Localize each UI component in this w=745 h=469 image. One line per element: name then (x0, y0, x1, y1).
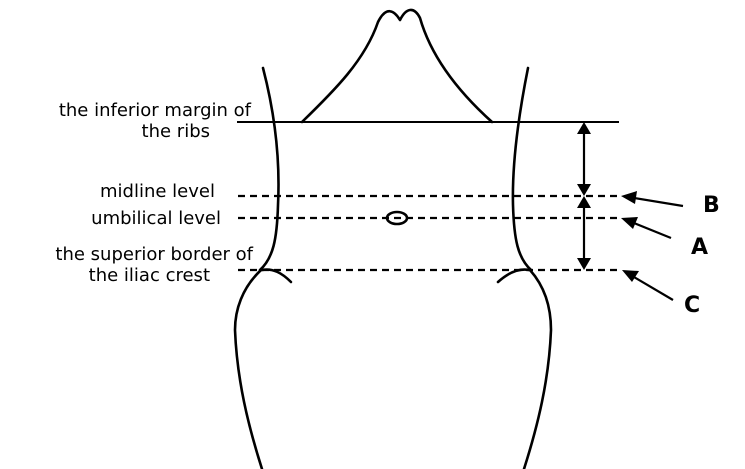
rib-margin-label-line2: the ribs (142, 121, 210, 142)
marker-a: A (691, 235, 708, 260)
midline-to-iliac-arrow (577, 196, 591, 270)
pointer-arrow-a (621, 217, 672, 240)
marker-b: B (703, 193, 720, 218)
left-trunk-side (258, 66, 280, 272)
rib-to-midline-arrow (577, 122, 591, 196)
midline-level-label: midline level (100, 181, 215, 202)
rib-margin-label-line1: the inferior margin of (59, 100, 252, 121)
left-iliac-crest (260, 268, 293, 284)
pointer-arrow-b (621, 191, 684, 208)
right-trunk-side (511, 66, 533, 272)
torso-outline (233, 8, 553, 469)
right-iliac-crest (496, 268, 531, 284)
iliac-crest-label-line2: the iliac crest (89, 265, 210, 286)
marker-c: C (684, 293, 700, 318)
right-hip-outline (522, 268, 553, 469)
left-hip-outline (233, 268, 264, 469)
umbilical-level-label: umbilical level (91, 208, 221, 229)
iliac-crest-label-line1: the superior border of (55, 244, 253, 265)
chest-outline (300, 8, 494, 124)
pointer-arrow-c (622, 270, 674, 301)
